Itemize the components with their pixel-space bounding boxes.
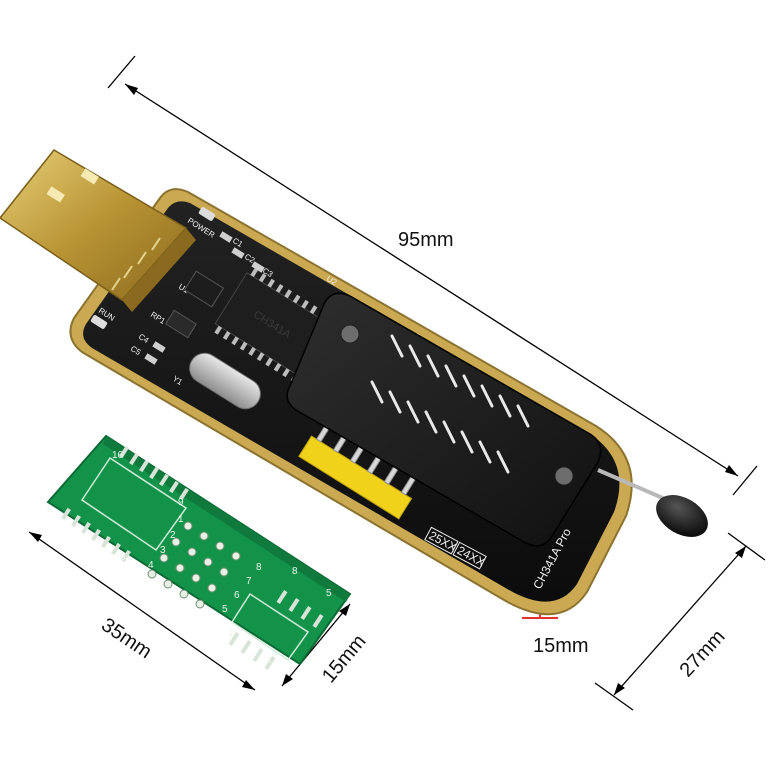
crystal-y1	[189, 352, 261, 410]
svg-text:5: 5	[326, 588, 332, 599]
soic8-outline	[230, 592, 310, 662]
usb-hole-1	[46, 186, 65, 203]
usb-hole-2	[80, 168, 99, 185]
smd-capacitors	[144, 231, 265, 365]
svg-text:1: 1	[178, 514, 184, 525]
adapter-length-label: 35mm	[97, 614, 155, 663]
svg-text:4: 4	[148, 560, 154, 571]
svg-text:2: 2	[170, 530, 176, 541]
ch341a-programmer-board: POWER RUN C4 C5 RP1 Y1 U1 C1 C2 C3 U2	[0, 149, 708, 616]
run-led	[90, 315, 108, 329]
socket-screw-2	[554, 466, 574, 486]
length-label: 95mm	[398, 229, 454, 251]
dip-pads	[147, 521, 241, 609]
regulator-u1	[183, 270, 225, 308]
zif-socket	[286, 292, 708, 547]
svg-text:9: 9	[178, 497, 184, 508]
soic16-outline	[80, 456, 188, 552]
power-led	[198, 207, 216, 221]
socket-screw-1	[340, 324, 360, 344]
svg-text:5: 5	[222, 604, 228, 615]
svg-text:4: 4	[266, 656, 272, 667]
svg-text:3: 3	[160, 545, 166, 556]
width-label: 27mm	[676, 626, 730, 682]
usb-connector	[0, 149, 196, 312]
dimension-95mm: 95mm	[107, 55, 758, 496]
adapter-width-label: 15mm	[318, 630, 371, 687]
svg-text:16: 16	[112, 450, 124, 461]
socket-lever	[597, 468, 673, 504]
height-label: 15mm	[533, 635, 589, 657]
sop-adapter-board: 16 9 1 8 1 2 3 4 5 6 7 8 8 5 1 4	[46, 434, 352, 670]
dimension-27mm: 27mm	[594, 532, 766, 711]
svg-text:1: 1	[228, 628, 234, 639]
lever-knob	[656, 495, 708, 537]
svg-text:8: 8	[292, 566, 298, 577]
adapter-pads	[61, 445, 324, 670]
svg-text:1: 1	[46, 504, 52, 515]
adapter-pin-labels: 16 9 1 8 1 2 3 4 5 6 7 8 8 5 1 4	[46, 450, 332, 667]
svg-text:8: 8	[256, 562, 262, 573]
svg-text:8: 8	[120, 552, 126, 563]
resistor-pack-rp1	[165, 309, 197, 339]
svg-text:6: 6	[234, 590, 240, 601]
svg-text:7: 7	[246, 576, 252, 587]
